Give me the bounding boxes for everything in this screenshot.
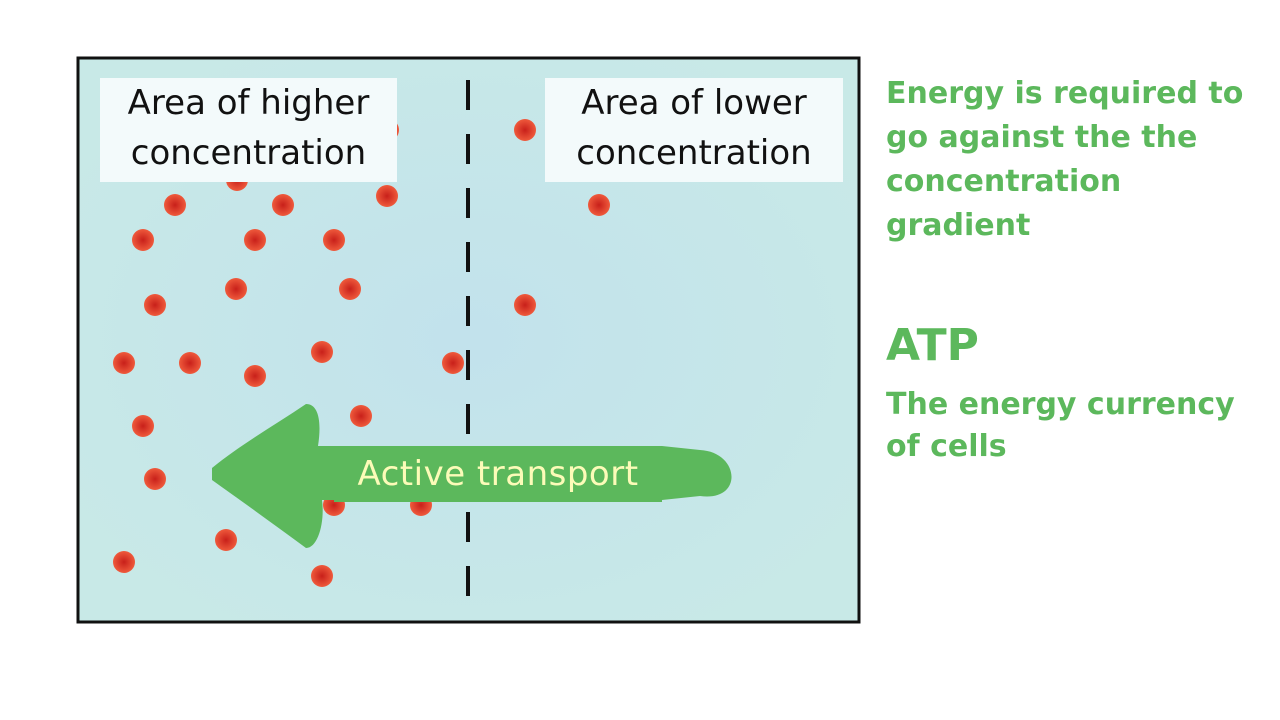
particle (113, 352, 135, 374)
particle (339, 278, 361, 300)
particle (244, 229, 266, 251)
lower-concentration-label: Area of lower concentration (545, 78, 843, 182)
particle (376, 185, 398, 207)
particle (588, 194, 610, 216)
higher-concentration-label: Area of higher concentration (100, 78, 397, 182)
particle (244, 365, 266, 387)
particle (442, 352, 464, 374)
particle (179, 352, 201, 374)
active-transport-label: Active transport (334, 446, 662, 502)
particle (144, 468, 166, 490)
particle (144, 294, 166, 316)
particle (514, 294, 536, 316)
particle (132, 229, 154, 251)
particle (323, 229, 345, 251)
particle (514, 119, 536, 141)
particle (311, 341, 333, 363)
atp-title: ATP (886, 320, 979, 371)
particle (311, 565, 333, 587)
particle (132, 415, 154, 437)
energy-note: Energy is required to go against the the… (886, 76, 1244, 243)
particle (225, 278, 247, 300)
particle (272, 194, 294, 216)
particle (164, 194, 186, 216)
atp-description: The energy currency of cells (886, 387, 1235, 464)
particle (113, 551, 135, 573)
particle (350, 405, 372, 427)
particle (215, 529, 237, 551)
